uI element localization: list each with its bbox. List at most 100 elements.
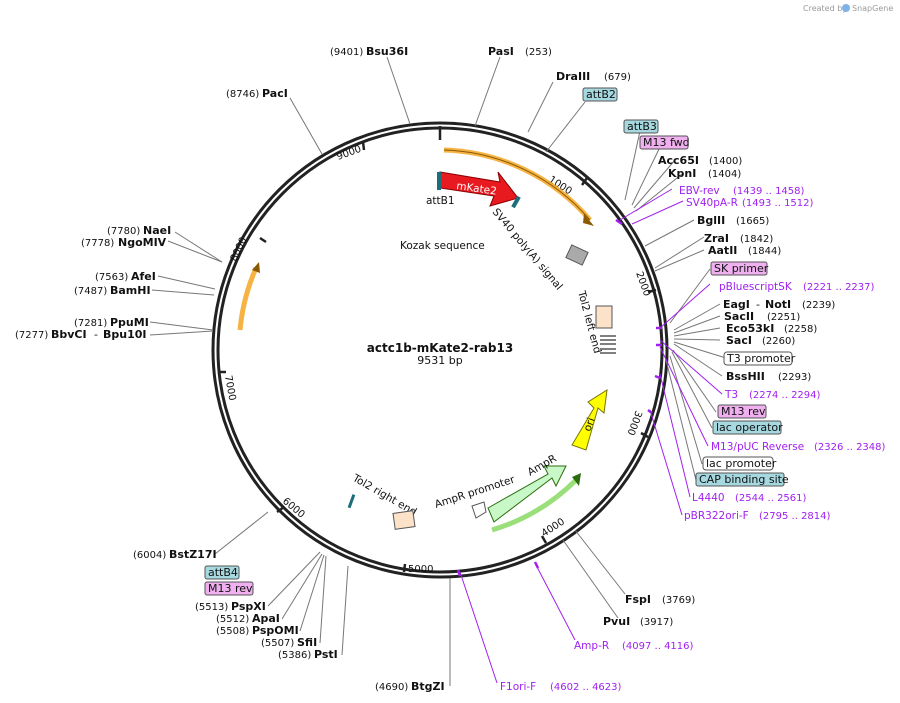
fspi-label[interactable]: FspI — [625, 593, 651, 606]
zrai-label[interactable]: ZraI — [704, 232, 729, 245]
t3-primer-label[interactable]: T3 — [724, 389, 738, 401]
tick-2000 — [647, 288, 657, 294]
orf-arrow-top-head — [583, 214, 594, 226]
snapgene-brand: SnapGene — [852, 4, 893, 13]
cap-binding-site-box[interactable] — [695, 472, 785, 487]
kpni-label[interactable]: KpnI — [668, 167, 696, 180]
eagi-noti-pos: (2239) — [802, 300, 835, 311]
paci-pos: (8746) — [226, 89, 259, 100]
saci-pos: (2260) — [762, 336, 795, 347]
amp-r-label[interactable]: Amp-R — [574, 640, 609, 652]
ebv-rev-label[interactable]: EBV-rev — [679, 185, 720, 197]
pbluescriptsk-range: (2221 .. 2237) — [803, 282, 875, 293]
sacii-label[interactable]: SacII — [724, 310, 754, 323]
orf-arrow-left-head — [252, 262, 260, 273]
lac-operator-box[interactable] — [712, 420, 782, 435]
acc65i-label[interactable]: Acc65I — [658, 154, 699, 167]
f1ori-f-label[interactable]: F1ori-F — [500, 681, 536, 693]
tick-label-5000: 5000 — [408, 564, 433, 575]
leader-lines — [149, 56, 727, 686]
ori-arrow — [571, 389, 608, 451]
apai-pos: (5512) — [216, 614, 249, 625]
lac-promoter-box[interactable] — [702, 456, 774, 471]
bsu36i-label[interactable]: Bsu36I — [366, 45, 408, 58]
pbluescriptsk-label[interactable]: pBluescriptSK — [719, 281, 793, 293]
attb4-box[interactable] — [204, 565, 240, 580]
afei-label[interactable]: AfeI — [131, 270, 156, 283]
ebv-rev-range: (1439 .. 1458) — [733, 186, 805, 197]
bstz17i-label[interactable]: BstZ17I — [169, 548, 217, 561]
aatii-label[interactable]: AatII — [708, 244, 737, 257]
m13puc-rev-label[interactable]: M13/pUC Reverse — [711, 441, 804, 453]
m13-fwd-box[interactable] — [639, 135, 689, 150]
ngomiv-label[interactable]: NgoMIV — [118, 236, 167, 249]
t3-promoter-label: T3 promoter — [726, 352, 796, 365]
orf-arrow-bottom — [491, 478, 578, 533]
pasi-label[interactable]: PasI — [488, 45, 514, 58]
tick-8000 — [259, 236, 267, 244]
primer-leader-lines — [459, 188, 723, 684]
l4440-label[interactable]: L4440 — [692, 492, 725, 504]
bamhi-label[interactable]: BamHI — [110, 284, 151, 297]
plasmid-length: 9531 bp — [417, 354, 462, 367]
pbr322ori-f-label[interactable]: pBR322ori-F — [684, 510, 749, 522]
amp-r-range: (4097 .. 4116) — [622, 641, 694, 652]
tick-marks — [218, 126, 657, 573]
ppumi-label[interactable]: PpuMI — [110, 316, 149, 329]
eagi-label[interactable]: EagI — [723, 298, 750, 311]
sk-primer-box[interactable] — [710, 261, 768, 276]
cap-binding-site-label: CAP binding site — [699, 473, 789, 486]
attb2-box-label: attB2 — [586, 88, 616, 101]
eco53ki-label[interactable]: Eco53kI — [726, 322, 774, 335]
apai-label[interactable]: ApaI — [252, 612, 280, 625]
f1ori-f-range: (4602 .. 4623) — [550, 682, 622, 693]
fspi-pos: (3769) — [662, 595, 695, 606]
bglii-pos: (1665) — [736, 216, 769, 227]
pspxi-label[interactable]: PspXI — [231, 600, 266, 613]
tol2-right-feature — [392, 510, 416, 530]
orf-arrow-top-outline — [443, 149, 591, 221]
bsshii-pos: (2293) — [778, 372, 811, 383]
draiii-label[interactable]: DraIII — [556, 70, 590, 83]
naei-label[interactable]: NaeI — [143, 224, 171, 237]
tick-3000 — [640, 431, 649, 439]
m13-rev-box-2[interactable] — [204, 581, 254, 596]
attb2-box[interactable] — [582, 87, 618, 102]
tick-label-8000: 8000 — [229, 236, 250, 264]
paci-label[interactable]: PacI — [262, 87, 288, 100]
bglii-label[interactable]: BglII — [697, 214, 725, 227]
t3-promoter-box[interactable] — [723, 351, 793, 366]
sv40-polya-feature — [565, 244, 589, 266]
sacii-pos: (2251) — [767, 312, 800, 323]
pvui-label[interactable]: PvuI — [603, 615, 630, 628]
saci-label[interactable]: SacI — [726, 334, 752, 347]
m13-rev-label-2: M13 rev — [208, 582, 253, 595]
eagi-sep: - — [756, 298, 760, 311]
pvui-pos: (3917) — [640, 617, 673, 628]
ppumi-pos: (7281) — [74, 318, 107, 329]
pspomi-label[interactable]: PspOMI — [252, 624, 299, 637]
sk-primer-label: SK primer — [714, 262, 769, 275]
ngomiv-pos: (7778) — [81, 238, 114, 249]
bbvci-label[interactable]: BbvCI — [51, 328, 87, 341]
sv40pa-r-label[interactable]: SV40pA-R — [686, 197, 738, 209]
attb3-box[interactable] — [623, 119, 659, 134]
m13-fwd-label: M13 fwd — [643, 136, 690, 149]
btgzi-label[interactable]: BtgZI — [411, 680, 445, 693]
m13-rev-box[interactable] — [717, 404, 767, 419]
sfii-label[interactable]: SfiI — [297, 636, 317, 649]
bsu36i-pos: (9401) — [330, 47, 363, 58]
bsshii-label[interactable]: BssHII — [726, 370, 765, 383]
orf-arrow-left — [237, 266, 259, 331]
acc65i-pos: (1400) — [709, 156, 742, 167]
tick-label-7000: 7000 — [222, 375, 237, 402]
bstz17i-pos: (6004) — [133, 550, 166, 561]
tol2-left-feature — [595, 305, 613, 329]
naei-pos: (7780) — [107, 226, 140, 237]
noti-label[interactable]: NotI — [765, 298, 791, 311]
psti-label[interactable]: PstI — [314, 648, 338, 661]
plasmid-name: actc1b-mKate2-rab13 — [367, 341, 513, 355]
bpu10i-label[interactable]: Bpu10I — [103, 328, 147, 341]
snapgene-logo-icon — [842, 4, 850, 12]
